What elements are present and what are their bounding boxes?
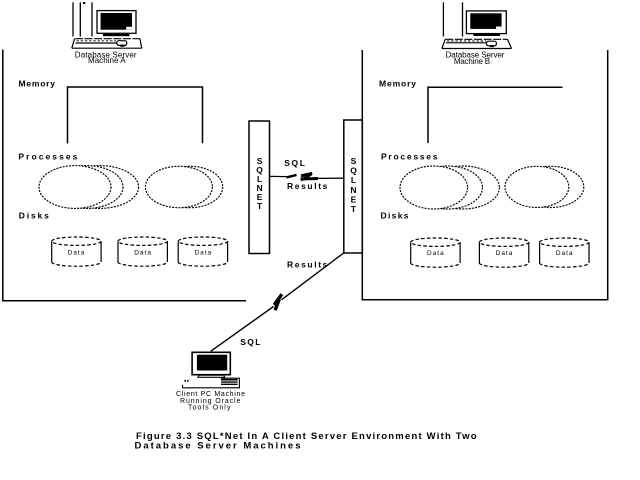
svg-text:Data: Data <box>496 250 513 257</box>
svg-text:Disks: Disks <box>19 211 49 221</box>
svg-text:Data: Data <box>68 249 85 256</box>
svg-text:S: S <box>257 156 263 166</box>
svg-text:S: S <box>351 156 357 166</box>
svg-text:Tools Only: Tools Only <box>188 404 231 411</box>
svg-text:Machine A: Machine A <box>88 56 126 65</box>
svg-text:Data: Data <box>194 249 211 256</box>
svg-text:Disks: Disks <box>381 211 409 221</box>
svg-text:Data: Data <box>556 250 573 257</box>
svg-text:Processes: Processes <box>18 151 77 161</box>
svg-text:Data: Data <box>134 249 151 256</box>
svg-text:Database Server: Database Server <box>75 50 137 59</box>
svg-text:Processes: Processes <box>381 151 438 161</box>
svg-text:N: N <box>257 183 263 193</box>
svg-text:Running Oracle: Running Oracle <box>180 398 240 405</box>
svg-text:Machine B: Machine B <box>454 57 490 66</box>
svg-text:Data: Data <box>427 250 444 257</box>
svg-text:E: E <box>257 192 263 202</box>
svg-text:Database Server Machines: Database Server Machines <box>135 440 301 451</box>
svg-text:L: L <box>257 174 262 184</box>
svg-text:T: T <box>257 201 263 211</box>
svg-text:Client PC Machine: Client PC Machine <box>176 391 245 398</box>
svg-text:SQL: SQL <box>284 158 305 168</box>
svg-text:Figure 3.3 SQL*Net In A Client: Figure 3.3 SQL*Net In A Client Server En… <box>136 431 477 442</box>
svg-text:Results: Results <box>287 260 328 270</box>
svg-text:L: L <box>351 175 356 185</box>
svg-text:Database Server: Database Server <box>446 51 505 60</box>
svg-text:Results: Results <box>287 181 328 191</box>
svg-text:E: E <box>351 194 357 204</box>
svg-text:Memory: Memory <box>379 78 416 88</box>
svg-text:Q: Q <box>256 165 263 175</box>
svg-text:Q: Q <box>350 166 357 176</box>
svg-text:N: N <box>350 185 356 195</box>
svg-text:SQL: SQL <box>240 337 260 347</box>
svg-text:Memory: Memory <box>19 78 56 88</box>
svg-text:T: T <box>351 204 357 214</box>
